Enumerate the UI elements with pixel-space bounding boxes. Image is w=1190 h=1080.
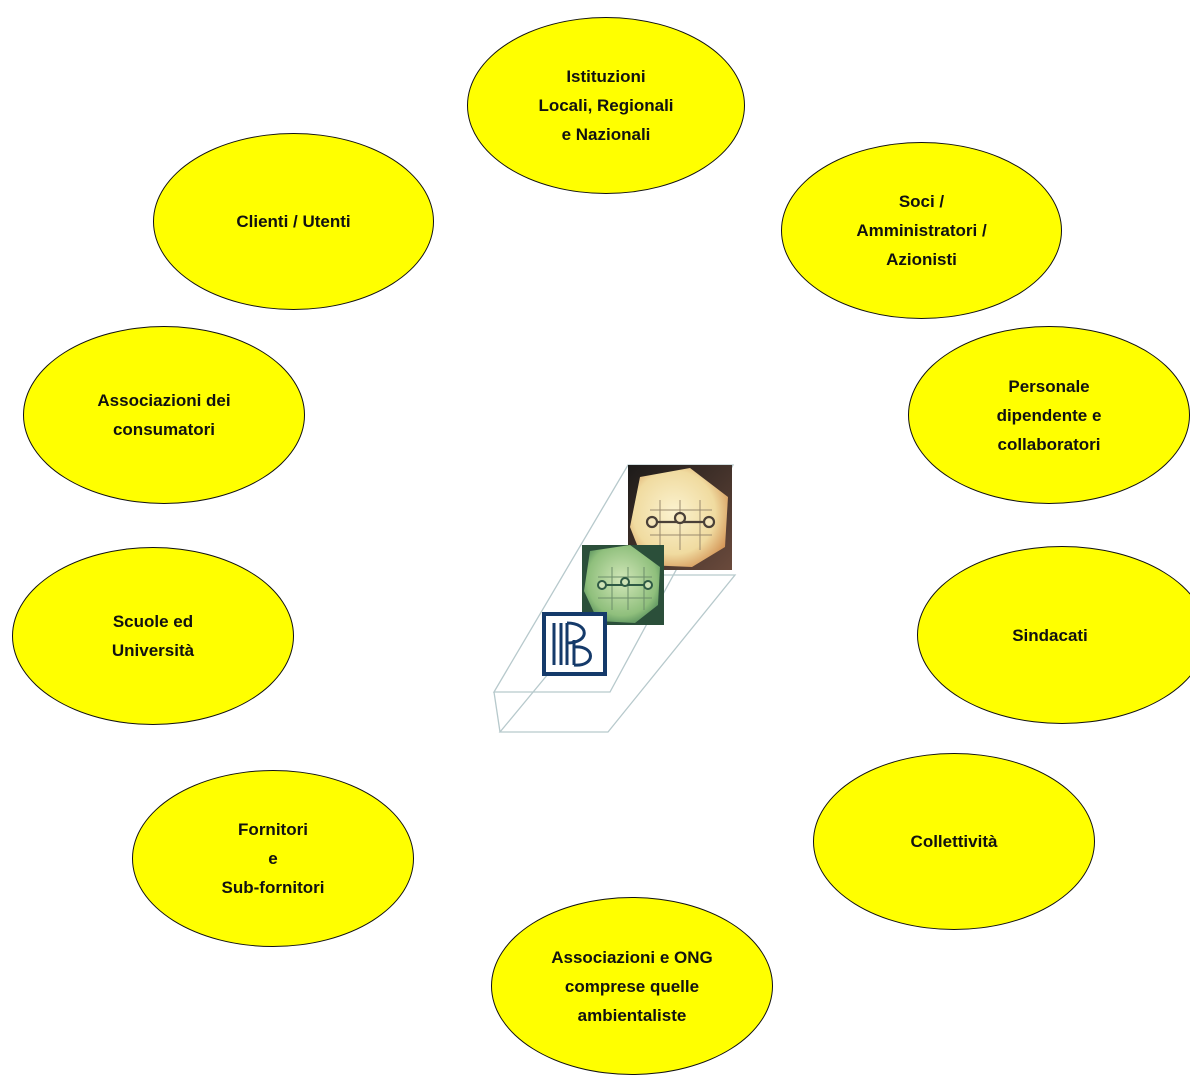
stakeholder-label: Scuole ed Università <box>111 612 195 660</box>
stakeholder-fornitori: Fornitori e Sub-fornitori <box>132 770 414 947</box>
stakeholder-associazioni-consumatori: Associazioni dei consumatori <box>23 326 305 504</box>
stakeholder-label: Fornitori e Sub-fornitori <box>221 820 325 897</box>
ipb-logo-icon <box>480 455 740 740</box>
stakeholder-label: Associazioni e ONG comprese quelle ambie… <box>551 947 713 1025</box>
stakeholder-label: Collettività <box>910 832 998 851</box>
stakeholder-label: Istituzioni Locali, Regionali e Nazional… <box>538 67 674 144</box>
stakeholder-label: Sindacati <box>1012 625 1088 645</box>
stakeholder-personale: Personale dipendente e collaboratori <box>908 326 1190 504</box>
stakeholder-label: Clienti / Utenti <box>236 212 351 231</box>
stakeholder-scuole: Scuole ed Università <box>12 547 294 725</box>
stakeholder-label: Personale dipendente e collaboratori <box>996 376 1102 454</box>
stakeholder-label: Soci / Amministratori / Azionisti <box>856 192 987 269</box>
stakeholder-collettivita: Collettività <box>813 753 1095 930</box>
stakeholder-associazioni-ong: Associazioni e ONG comprese quelle ambie… <box>491 897 773 1075</box>
stakeholder-label: Associazioni dei consumatori <box>97 391 231 439</box>
stakeholder-soci: Soci / Amministratori / Azionisti <box>781 142 1062 319</box>
stakeholder-istituzioni: Istituzioni Locali, Regionali e Nazional… <box>467 17 745 194</box>
stakeholder-sindacati: Sindacati <box>917 546 1190 724</box>
stakeholder-clienti-utenti: Clienti / Utenti <box>153 133 434 310</box>
